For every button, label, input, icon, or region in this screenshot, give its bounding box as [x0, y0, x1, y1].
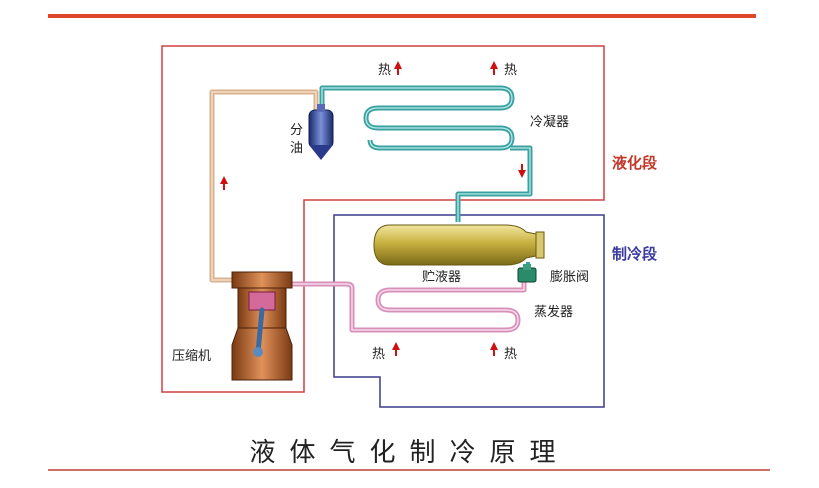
- bottom-rule: [48, 469, 770, 471]
- oil-separator: [308, 104, 334, 160]
- heat-label-condenser-left: 热: [378, 63, 391, 78]
- compressor: [231, 271, 293, 381]
- flow-arrows: [220, 61, 526, 356]
- heat-label-evaporator-right: 热: [504, 347, 517, 362]
- refrigeration-stage-box: [333, 214, 605, 408]
- evaporator-label: 蒸发器: [534, 304, 573, 320]
- expansion-valve-label: 膨胀阀: [550, 270, 589, 285]
- discharge-pipe: [209, 89, 319, 283]
- heat-label-evaporator-left: 热: [372, 347, 385, 362]
- receiver-label: 贮液器: [422, 270, 461, 285]
- suction-pipe: [292, 281, 527, 333]
- receiver-tank: [373, 224, 545, 266]
- top-rule: [48, 14, 756, 18]
- diagram-caption: 液体气化制冷原理: [249, 438, 570, 468]
- liquid-stage-label: 液化段: [612, 154, 657, 172]
- refrigeration-stage-label: 制冷段: [612, 245, 657, 263]
- liquid-stage-box: [161, 45, 605, 393]
- expansion-valve: [517, 264, 537, 283]
- compressor-label: 压缩机: [172, 348, 211, 364]
- heat-label-condenser-right: 热: [504, 63, 517, 78]
- oil-separator-label-bottom: 油: [290, 141, 303, 156]
- oil-separator-label-top: 分: [290, 123, 303, 138]
- condenser-label: 冷凝器: [530, 114, 569, 130]
